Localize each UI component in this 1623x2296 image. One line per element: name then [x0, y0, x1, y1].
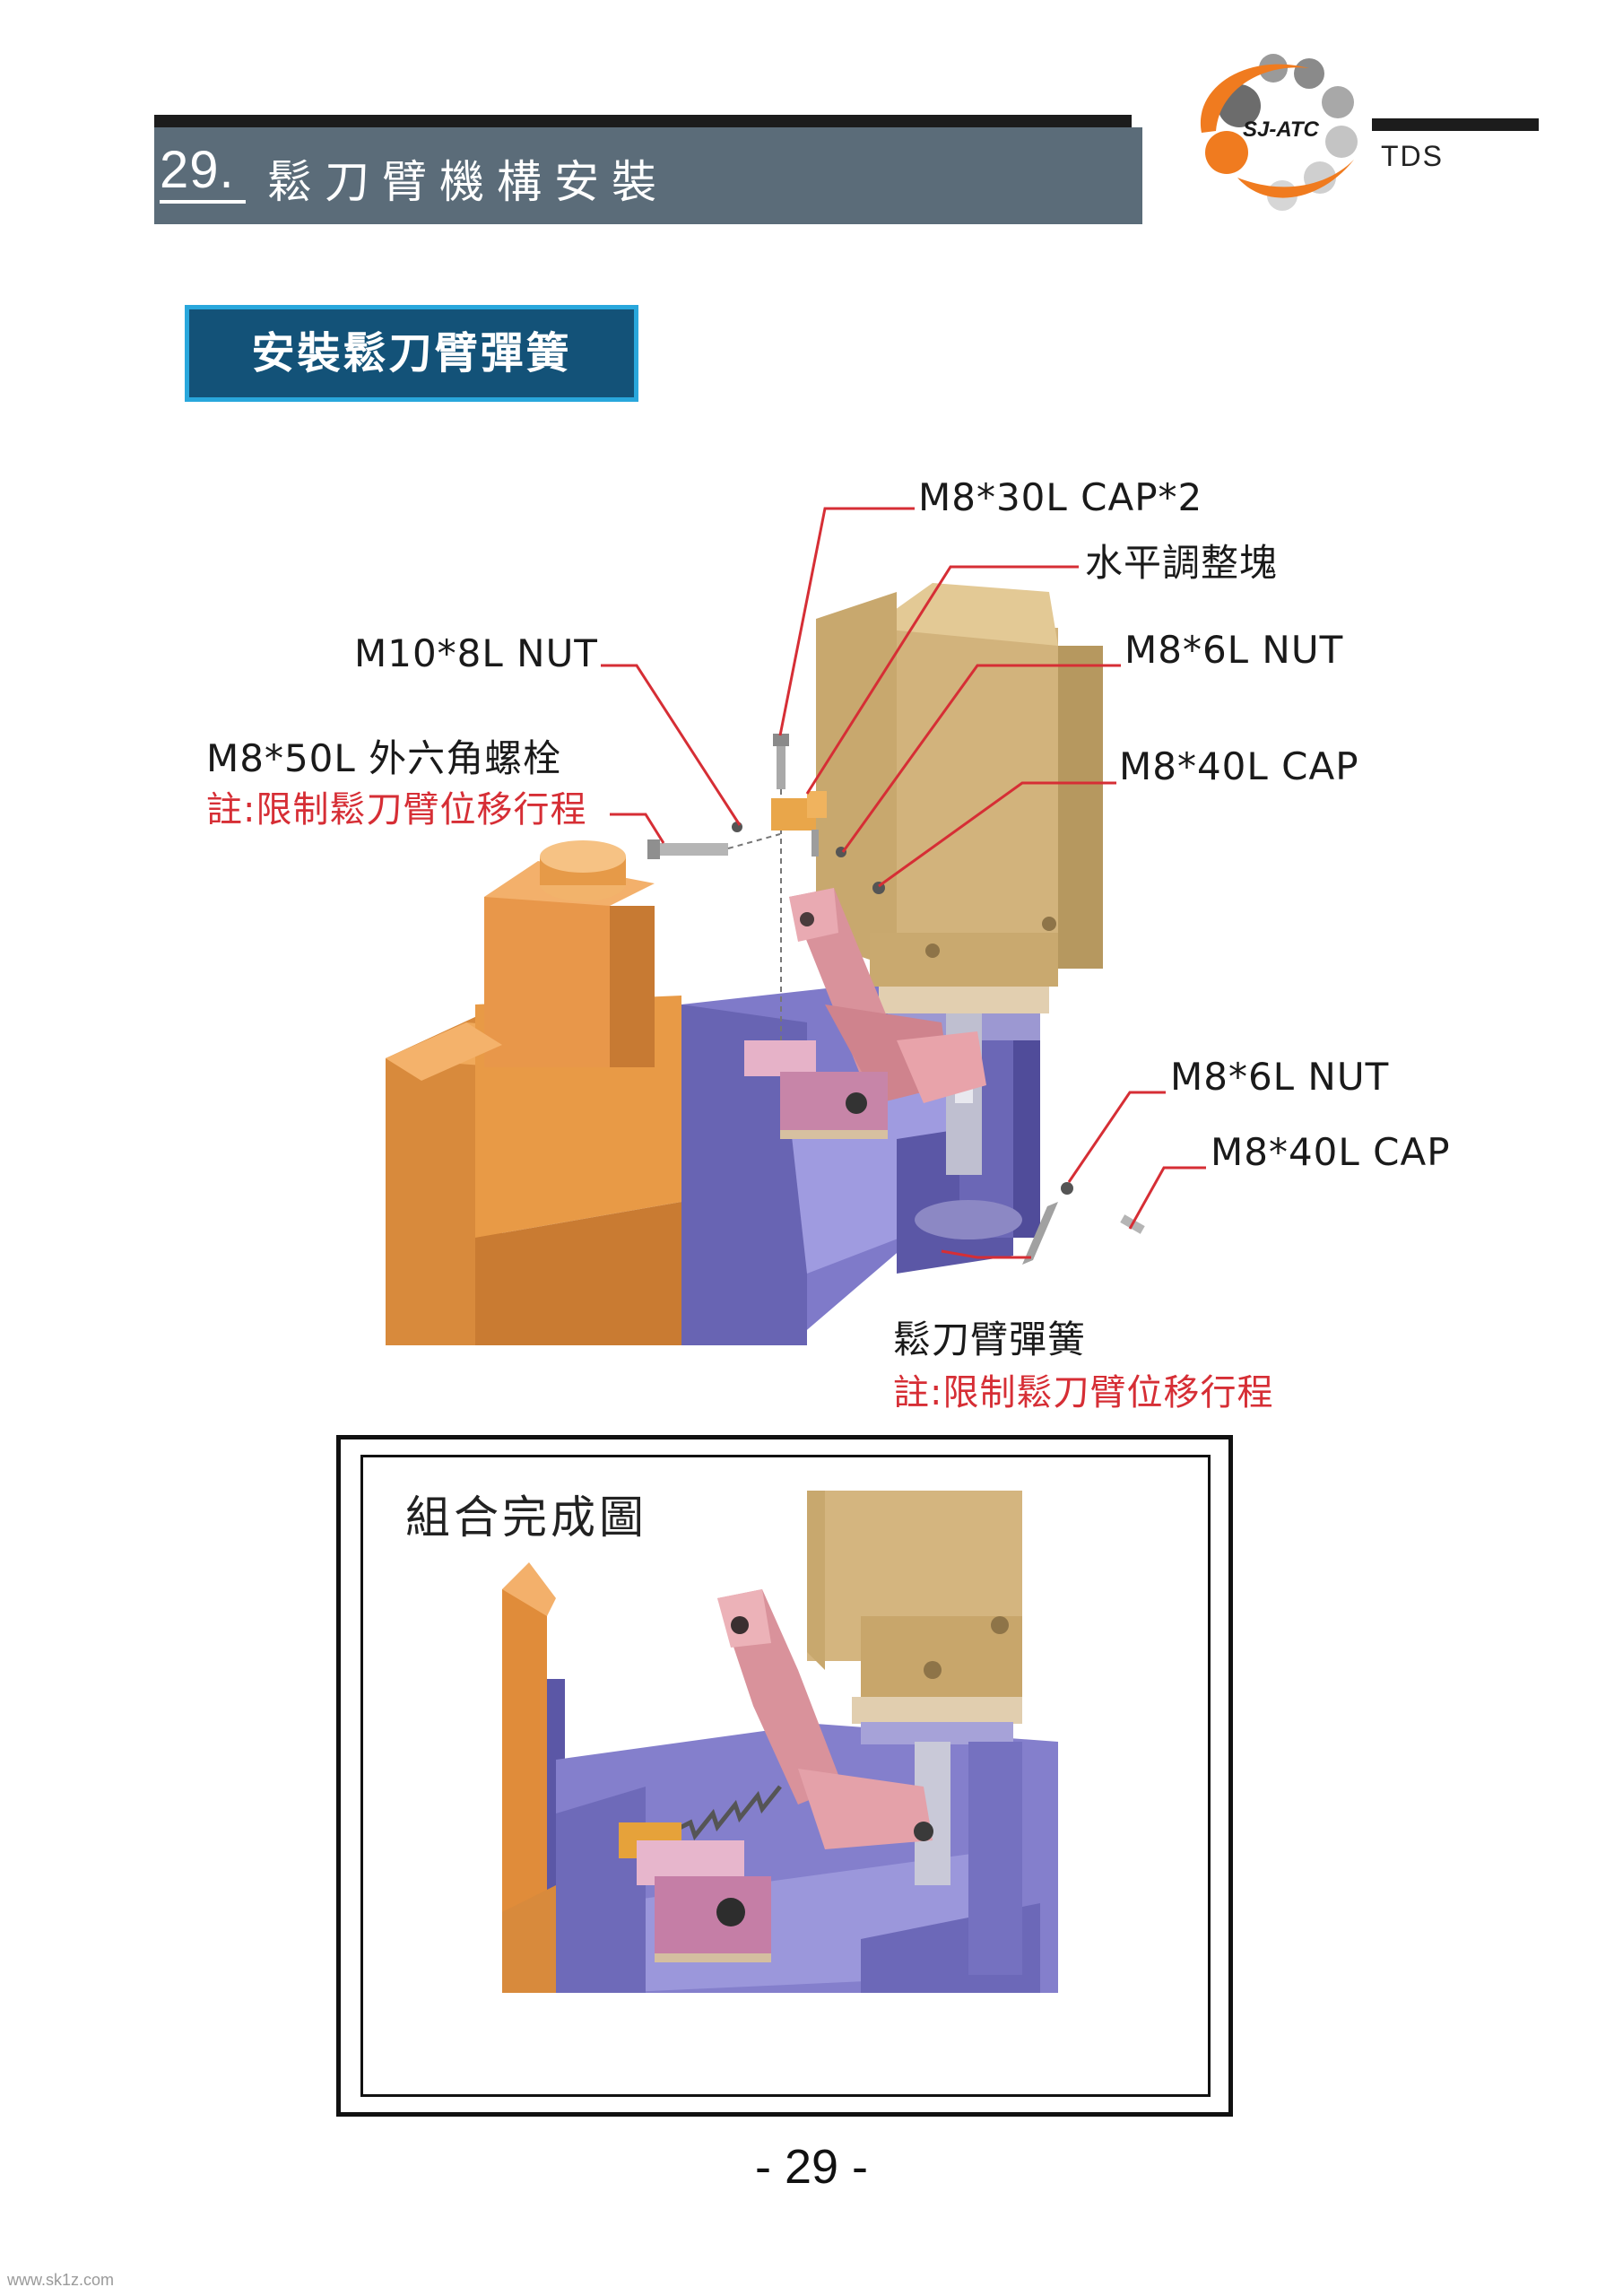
section-number-underline — [160, 200, 246, 204]
assembled-view-illustration — [502, 1491, 1058, 1993]
label-m10-8l-nut: M10*8L NUT — [354, 631, 598, 675]
label-m8-50l-bolt: M8*50L 外六角螺栓 — [206, 736, 562, 780]
label-m8-6l-nut-bottom: M8*6L NUT — [1170, 1055, 1390, 1099]
assembled-view-title: 組合完成圖 — [405, 1492, 647, 1544]
label-spring: 鬆刀臂彈簧 — [893, 1318, 1087, 1361]
left-column — [386, 840, 699, 1345]
sj-atc-logo: SJ-ATC — [1200, 54, 1358, 211]
header-right-bar — [1372, 118, 1539, 131]
label-m8-40l-cap-bottom: M8*40L CAP — [1211, 1130, 1451, 1174]
subtitle-text: 安裝鬆刀臂彈簧 — [251, 328, 572, 378]
assembled-frame-outer — [336, 1435, 1233, 2117]
label-m8-30l-cap: M8*30L CAP*2 — [918, 475, 1203, 519]
leader-lines — [601, 507, 1206, 1259]
assembled-frame-inner — [360, 1455, 1211, 2097]
label-level-block: 水平調整塊 — [1085, 541, 1279, 585]
logo-text: SJ-ATC — [1243, 117, 1320, 142]
label-m8-40l-cap-top: M8*40L CAP — [1119, 744, 1359, 788]
pink-arm — [789, 888, 986, 1103]
doc-code-label: TDS — [1381, 140, 1444, 172]
header-band — [154, 127, 1142, 224]
exploded-view-illustration — [386, 507, 1206, 1345]
note-top: 註:限制鬆刀臂位移行程 — [206, 789, 587, 831]
label-m8-6l-nut-top: M8*6L NUT — [1124, 628, 1344, 672]
page-number: - 29 - — [754, 2140, 869, 2194]
section-title: 鬆刀臂機構安裝 — [267, 156, 669, 208]
subtitle-box — [185, 305, 638, 402]
note-bottom: 註:限制鬆刀臂位移行程 — [893, 1372, 1274, 1413]
section-number: 29. — [160, 141, 235, 199]
exploded-fasteners — [647, 734, 1145, 1265]
watermark: www.sk1z.com — [7, 2271, 115, 2289]
mounting-blocks — [744, 1040, 888, 1139]
header-top-bar — [154, 115, 1132, 127]
